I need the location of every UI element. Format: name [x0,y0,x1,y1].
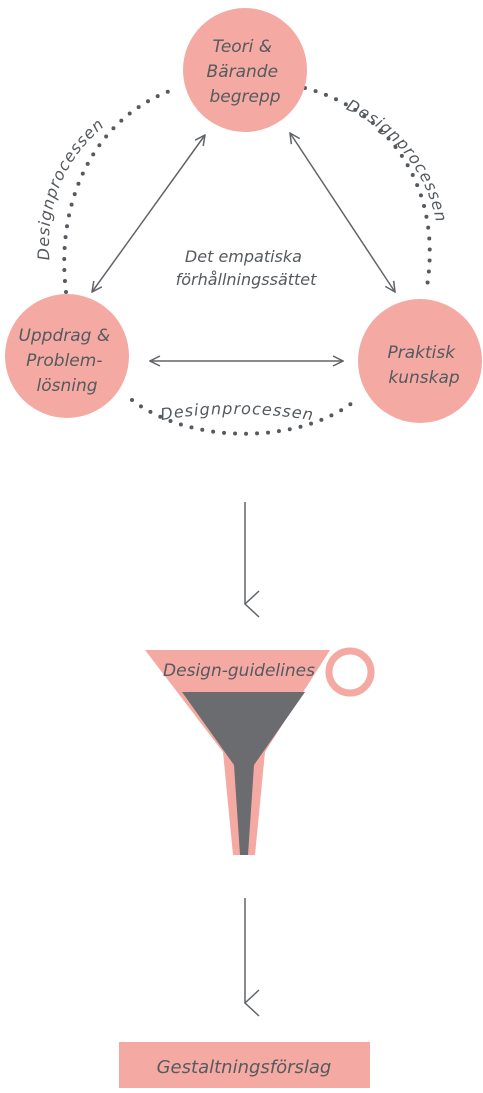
process-label-bottom: Designprocessen [159,399,316,424]
node-uppdrag-label: Uppdrag & Problem- lösning [18,326,115,396]
node-praktisk [358,299,482,423]
process-arc-bottom [130,398,358,436]
arrow-teori-uppdrag [92,135,205,292]
result-label: Gestaltningsförslag [157,1057,332,1078]
node-uppdrag [5,294,129,418]
process-label-left: Designprocessen [34,114,108,261]
node-teori-label: Teori & Bärande begrepp [207,37,284,107]
arrow-teori-praktisk [290,133,395,292]
funnel [145,647,375,855]
funnel-label: Design-guidelines [163,661,315,681]
node-teori [183,8,307,132]
result-box [119,1042,370,1088]
process-label-right: Designprocessen [344,96,451,225]
process-arc-left [62,86,180,294]
center-label: Det empatiska förhållningssättet [176,247,318,289]
process-arc-right [303,86,432,294]
node-praktisk-label: Praktisk kunskap [388,343,461,388]
